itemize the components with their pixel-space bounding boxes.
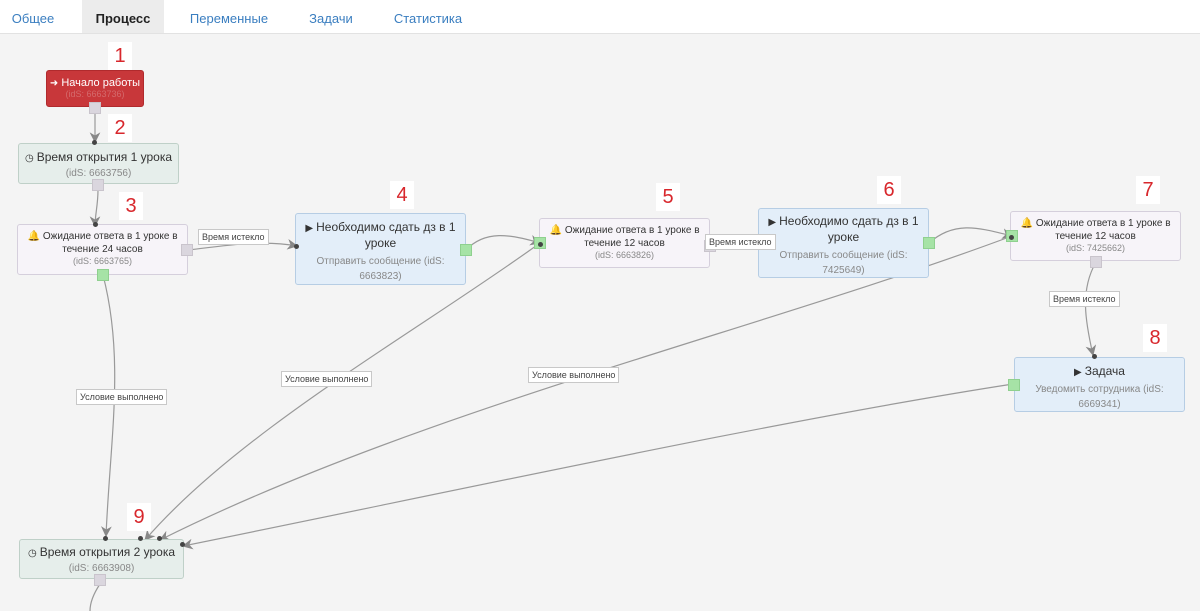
step-number-5: 5 [656,183,680,211]
input-dot [1009,235,1014,240]
tab-statistics[interactable]: Статистика [393,11,463,26]
edge-task-timer2 [181,383,1014,550]
send-message-node-1-title-text: Необходимо сдать дз в 1 уроке [316,220,456,250]
clock-icon: ◷ [24,153,34,164]
start-node-title-text: Начало работы [61,77,141,89]
bell-icon: 🔔 [27,231,40,242]
output-port[interactable] [181,244,193,256]
timer-node-lesson-1-title: ◷Время открытия 1 урока [19,150,178,164]
timer-node-lesson-2-title: ◷Время открытия 2 урока [20,545,183,559]
tab-tasks[interactable]: Задачи [309,11,353,26]
input-dot [538,242,543,247]
send-message-node-1[interactable]: ▶Необходимо сдать дз в 1 уроке Отправить… [295,213,466,285]
input-dot [1092,354,1097,359]
send-message-node-1-title: ▶Необходимо сдать дз в 1 уроке [304,220,457,251]
step-number-3: 3 [119,192,143,220]
edge-label-condition-met: Условие выполнено [281,371,373,387]
play-icon: ▶ [768,217,777,228]
edge-wait12b-task [1084,261,1097,357]
send-message-node-2[interactable]: ▶Необходимо сдать дз в 1 уроке Отправить… [758,208,929,278]
edge-send1-wait12a [465,235,542,251]
step-number-1: 1 [108,42,132,70]
step-number-2: 2 [108,114,132,142]
tab-general[interactable]: Общее [11,11,55,26]
success-port[interactable] [460,244,472,256]
step-number-8: 8 [1143,324,1167,352]
start-node-id: (idS: 6663736) [65,89,125,99]
success-port[interactable] [1008,379,1020,391]
step-number-4: 4 [390,181,414,209]
wait-node-12h-a-title-text: Ожидание ответа в 1 уроке в течение 12 ч… [564,225,700,249]
timer-node-lesson-1-title-text: Время открытия 1 урока [36,150,173,164]
input-dot [157,536,162,541]
output-port[interactable] [92,179,104,191]
wait-node-24h-id: (idS: 6663765) [72,256,133,266]
step-number-9: 9 [127,503,151,531]
play-icon: ▶ [1074,367,1082,378]
edge-timer1-wait24 [89,189,101,228]
wait-node-12h-a-title: 🔔Ожидание ответа в 1 уроке в течение 12 … [546,224,703,250]
edge-label-condition-met: Условие выполнено [528,367,620,383]
sign-in-icon: ➜ [49,78,59,89]
edge-label-time-expired: Время истекло [1049,291,1120,307]
timer-node-lesson-2-id: (idS: 6663908) [68,563,135,574]
tab-variables[interactable]: Переменные [189,11,269,26]
edge-timer2-next [89,583,101,611]
edge-send2-wait12b [928,227,1014,244]
send-message-node-2-sub: Отправить сообщение (idS: 7425649) [779,250,908,276]
output-port[interactable] [89,102,101,114]
timer-node-lesson-1-id: (idS: 6663756) [65,168,132,179]
output-port[interactable] [94,574,106,586]
wait-node-12h-b-title-text: Ожидание ответа в 1 уроке в течение 12 ч… [1035,218,1171,242]
input-dot [93,222,98,227]
bell-icon: 🔔 [549,225,562,236]
tab-bar: Общее Процесс Переменные Задачи Статисти… [0,0,1200,34]
timer-node-lesson-2-title-text: Время открытия 2 урока [39,545,176,559]
bell-icon: 🔔 [1020,218,1033,229]
tab-process[interactable]: Процесс [82,0,164,33]
wait-node-12h-a-id: (idS: 6663826) [594,250,655,260]
wait-node-24h-title-text: Ожидание ответа в 1 уроке в течение 24 ч… [42,231,178,255]
edge-send1-timer2 [144,242,541,541]
timer-node-lesson-1[interactable]: ◷Время открытия 1 урока (idS: 6663756) [18,143,179,184]
step-number-6: 6 [877,176,901,204]
input-dot [103,536,108,541]
output-port[interactable] [1090,256,1102,268]
task-node-title-text: Задача [1084,364,1125,378]
wait-node-12h-b-id: (idS: 7425662) [1065,243,1126,253]
send-message-node-2-title-text: Необходимо сдать дз в 1 уроке [779,214,919,244]
edge-wait12b-timer2 [159,235,1013,541]
input-dot [138,536,143,541]
edge-wait24-timer2 [101,274,116,538]
edge-label-time-expired: Время истекло [705,234,776,250]
edge-label-time-expired: Время истекло [198,229,269,245]
start-node-title: ➜Начало работы [47,77,143,89]
start-node[interactable]: ➜Начало работы (idS: 6663736) [46,70,144,107]
wait-node-24h-title: 🔔Ожидание ответа в 1 уроке в течение 24 … [24,230,181,256]
edge-label-condition-met: Условие выполнено [76,389,168,405]
timer-node-lesson-2[interactable]: ◷Время открытия 2 урока (idS: 6663908) [19,539,184,579]
send-message-node-1-sub: Отправить сообщение (idS: 6663823) [316,256,445,282]
task-node[interactable]: ▶Задача Уведомить сотрудника (idS: 66693… [1014,357,1185,412]
input-dot [92,140,97,145]
send-message-node-2-title: ▶Необходимо сдать дз в 1 уроке [767,214,920,245]
success-port[interactable] [97,269,109,281]
clock-icon: ◷ [27,548,37,559]
input-dot [180,542,185,547]
input-dot [294,244,299,249]
task-node-sub: Уведомить сотрудника (idS: 6669341) [1035,384,1164,410]
wait-node-12h-b-title: 🔔Ожидание ответа в 1 уроке в течение 12 … [1017,217,1174,243]
wait-node-24h[interactable]: 🔔Ожидание ответа в 1 уроке в течение 24 … [17,224,188,275]
success-port[interactable] [923,237,935,249]
wait-node-12h-b[interactable]: 🔔Ожидание ответа в 1 уроке в течение 12 … [1010,211,1181,261]
play-icon: ▶ [305,223,314,234]
wait-node-12h-a[interactable]: 🔔Ожидание ответа в 1 уроке в течение 12 … [539,218,710,268]
step-number-7: 7 [1136,176,1160,204]
task-node-title: ▶Задача [1023,364,1176,380]
